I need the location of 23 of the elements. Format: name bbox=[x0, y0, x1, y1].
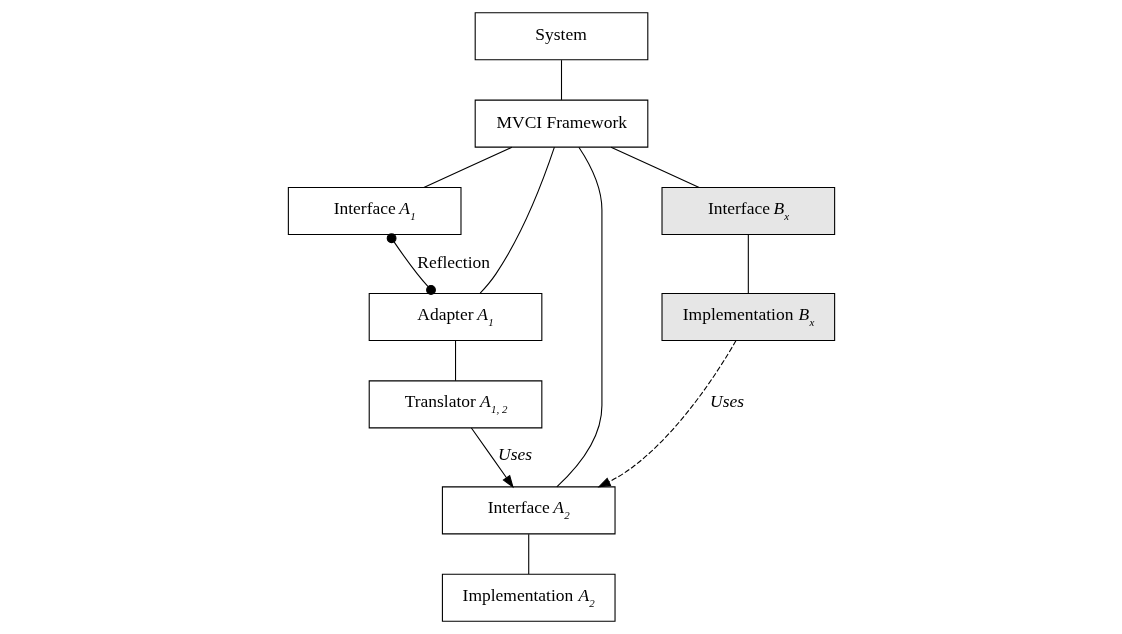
edge-label: Reflection bbox=[416, 252, 490, 273]
connector bbox=[454, 340, 456, 382]
arrow bbox=[597, 340, 736, 488]
connector bbox=[527, 533, 529, 575]
edge-label: Uses bbox=[497, 444, 532, 465]
connector bbox=[555, 146, 602, 488]
connector bbox=[560, 59, 562, 101]
node-box: Adapter A$_{1}$ bbox=[368, 292, 542, 342]
arrow bbox=[470, 427, 514, 489]
node-box: System bbox=[474, 12, 648, 61]
connector bbox=[747, 234, 749, 294]
node-box: Interface B$_{x}$ bbox=[660, 187, 835, 236]
connector bbox=[610, 146, 700, 189]
node-box: Interface A$_{2}$ bbox=[441, 486, 616, 535]
node-box: Interface A$_{1}$ bbox=[287, 187, 462, 236]
edge-label: Uses bbox=[709, 391, 744, 412]
node-box: Implementation B$_{x}$ bbox=[660, 292, 835, 342]
node-box: MVCI Framework bbox=[474, 99, 648, 148]
connector bbox=[422, 146, 512, 189]
node-box: Implementation A$_{2}$ bbox=[441, 573, 616, 622]
connector bbox=[479, 146, 555, 294]
connector bbox=[386, 233, 436, 295]
node-box: Translator A$_{1, 2}$ bbox=[368, 380, 542, 429]
